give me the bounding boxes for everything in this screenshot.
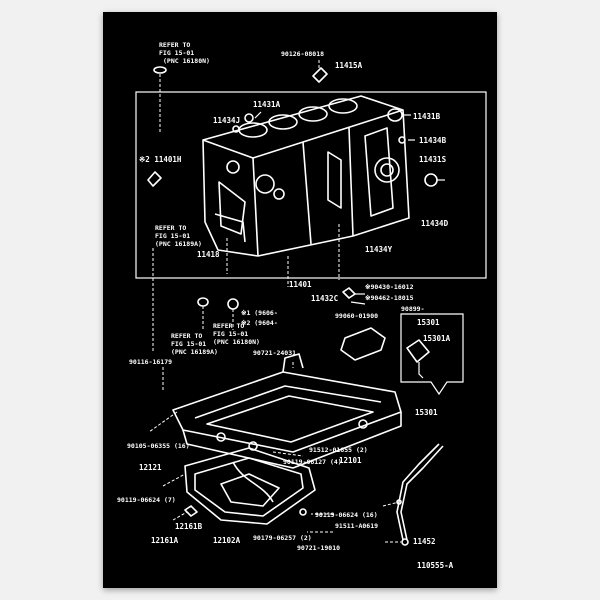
label-90105-06355: 90105-06355 (16) bbox=[127, 442, 190, 450]
label-11434j: 11434J bbox=[213, 116, 240, 125]
label-90430-16012: ※90430-16012 bbox=[365, 283, 414, 291]
label-9604: ※2 (9604- bbox=[241, 319, 278, 327]
refer-left-line2: FIG 15-01 bbox=[155, 232, 190, 240]
refer-bm-line2: FIG 15-01 bbox=[213, 330, 248, 338]
engine-block-frame bbox=[135, 91, 487, 279]
label-90119-06624-7: 90119-06624 (7) bbox=[117, 496, 176, 504]
label-90179-06257: 90179-06257 (2) bbox=[253, 534, 312, 542]
label-11434b: 11434B bbox=[419, 136, 447, 145]
label-11431a: 11431A bbox=[253, 100, 281, 109]
label-11401h: ※2 11401H bbox=[139, 155, 182, 164]
label-11434y: 11434Y bbox=[365, 245, 393, 254]
label-91511-a0619: 91511-A0619 bbox=[335, 522, 378, 530]
label-15301: 15301 bbox=[415, 408, 438, 417]
plug-12161a bbox=[184, 505, 198, 517]
bolt-11415a bbox=[312, 67, 328, 83]
dipstick-grip bbox=[406, 339, 430, 363]
label-90126-08018: 90126-08018 bbox=[281, 50, 324, 58]
label-11452: 11452 bbox=[413, 537, 436, 546]
label-11431s: 11431S bbox=[419, 155, 447, 164]
dipstick-tube bbox=[396, 443, 440, 541]
label-11415a: 11415A bbox=[335, 61, 363, 70]
seal-refer-top bbox=[153, 66, 167, 74]
refer-left-line1: REFER TO bbox=[155, 224, 186, 232]
label-11432c: 11432C bbox=[311, 294, 338, 303]
label-90899: 90899- bbox=[401, 305, 424, 313]
label-12102a: 12102A bbox=[213, 536, 241, 545]
label-90116-16179: 90116-16179 bbox=[129, 358, 172, 366]
label-11434d: 11434D bbox=[421, 219, 449, 228]
label-90119-06624-16: 90119-06624 (16) bbox=[315, 511, 378, 519]
seal-left bbox=[197, 297, 209, 307]
refer-bottom-left: REFER TO FIG 15-01 (PNC 16189A) bbox=[171, 332, 218, 356]
label-11418: 11418 bbox=[197, 250, 220, 259]
label-90119-06127: 90119-06127 (4) bbox=[283, 458, 342, 466]
engine-block bbox=[202, 95, 410, 257]
parts-diagram: REFER TO FIG 15-01 (PNC 16180N) REFER TO… bbox=[117, 41, 487, 570]
refer-bottom-mid: REFER TO FIG 15-01 (PNC 16180N) bbox=[213, 322, 260, 346]
label-90721-19010: 90721-19010 bbox=[297, 544, 340, 552]
label-12161a: 12161A bbox=[151, 536, 179, 545]
seal-mid bbox=[227, 298, 239, 310]
bolt-90430 bbox=[342, 287, 356, 299]
plug-11431a bbox=[244, 113, 254, 123]
oil-pan-lower bbox=[184, 447, 316, 525]
label-15301a: 15301A bbox=[423, 334, 451, 343]
refer-bl-line2: FIG 15-01 bbox=[171, 340, 206, 348]
oil-pan-upper bbox=[172, 353, 402, 469]
label-91512-01655: 91512-01655 (2) bbox=[309, 446, 368, 454]
plug-11434j bbox=[232, 125, 240, 133]
plug-11431b bbox=[387, 108, 403, 122]
label-11431b: 11431B bbox=[413, 112, 441, 121]
refer-bm-line1: REFER TO bbox=[213, 322, 244, 330]
refer-top-line2: FIG 15-01 bbox=[159, 49, 194, 57]
dipstick-callout bbox=[400, 313, 464, 396]
plug-11431s bbox=[424, 173, 438, 187]
refer-left: REFER TO FIG 15-01 (PNC 16189A) bbox=[155, 224, 202, 248]
refer-top: REFER TO FIG 15-01 (PNC 16180N) bbox=[159, 41, 210, 65]
refer-left-line3: (PNC 16189A) bbox=[155, 240, 202, 248]
oil-strainer-99060 bbox=[340, 327, 386, 361]
label-9606: ※1 (9606- bbox=[241, 309, 278, 317]
poster: REFER TO FIG 15-01 (PNC 16180N) REFER TO… bbox=[103, 12, 497, 588]
plug-11434b bbox=[398, 136, 406, 144]
dowel-11401h bbox=[147, 171, 162, 187]
label-12101: 12101 bbox=[339, 456, 362, 465]
dipstick-tube-edge bbox=[400, 445, 444, 541]
refer-top-line3: (PNC 16180N) bbox=[163, 57, 210, 65]
refer-bl-line1: REFER TO bbox=[171, 332, 202, 340]
label-90721-24031: 90721-24031 bbox=[253, 349, 296, 357]
label-12121: 12121 bbox=[139, 463, 162, 472]
label-12161b: 12161B bbox=[175, 522, 203, 531]
label-110555a: 110555-A bbox=[417, 561, 454, 570]
refer-bm-line3: (PNC 16180N) bbox=[213, 338, 260, 346]
label-99060-01900: 99060-01900 bbox=[335, 312, 378, 320]
refer-bl-line3: (PNC 16189A) bbox=[171, 348, 218, 356]
label-11401: 11401 bbox=[289, 280, 312, 289]
label-15301-top: 15301 bbox=[417, 318, 440, 327]
label-90462-18015: ※90462-18015 bbox=[365, 294, 414, 302]
refer-top-line1: REFER TO bbox=[159, 41, 190, 49]
